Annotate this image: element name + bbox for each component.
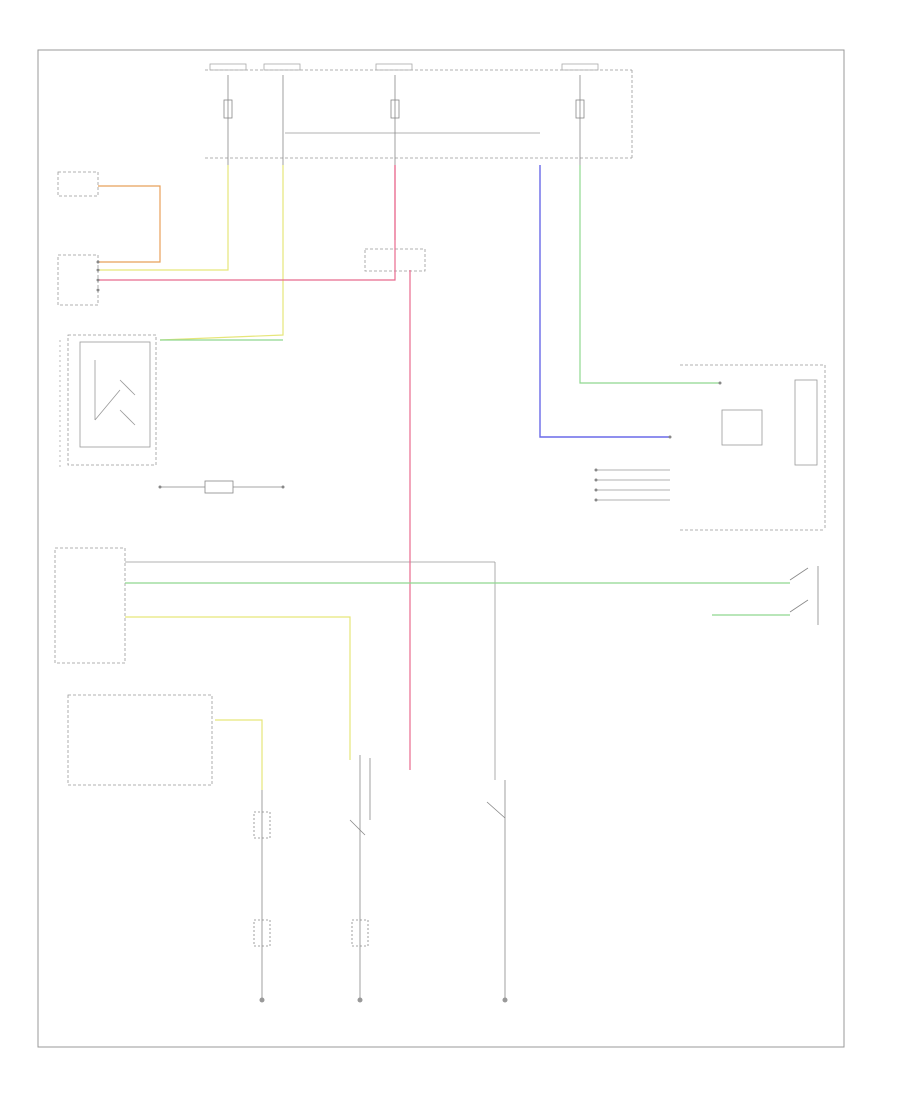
connector-pins — [96, 260, 722, 502]
light-switch-module — [59, 334, 157, 470]
wire-yellow — [98, 165, 351, 790]
instrument-cluster — [596, 364, 826, 531]
ground-g2 — [357, 997, 363, 1003]
ground-g1 — [259, 997, 265, 1003]
fuse-relay-block — [205, 63, 633, 165]
control-module — [57, 171, 99, 306]
fuse-ls — [160, 480, 283, 494]
wire-blue — [539, 165, 670, 438]
seat-belt-switch — [67, 694, 213, 786]
diagram-border — [37, 49, 845, 1048]
wire-green — [125, 165, 790, 616]
belt-buckle-switch — [789, 566, 819, 625]
wire-red — [98, 165, 411, 770]
lower-branches — [253, 755, 506, 1000]
ground-g3 — [502, 997, 508, 1003]
seat-switch-module — [54, 547, 496, 780]
wire-orange — [98, 185, 161, 263]
